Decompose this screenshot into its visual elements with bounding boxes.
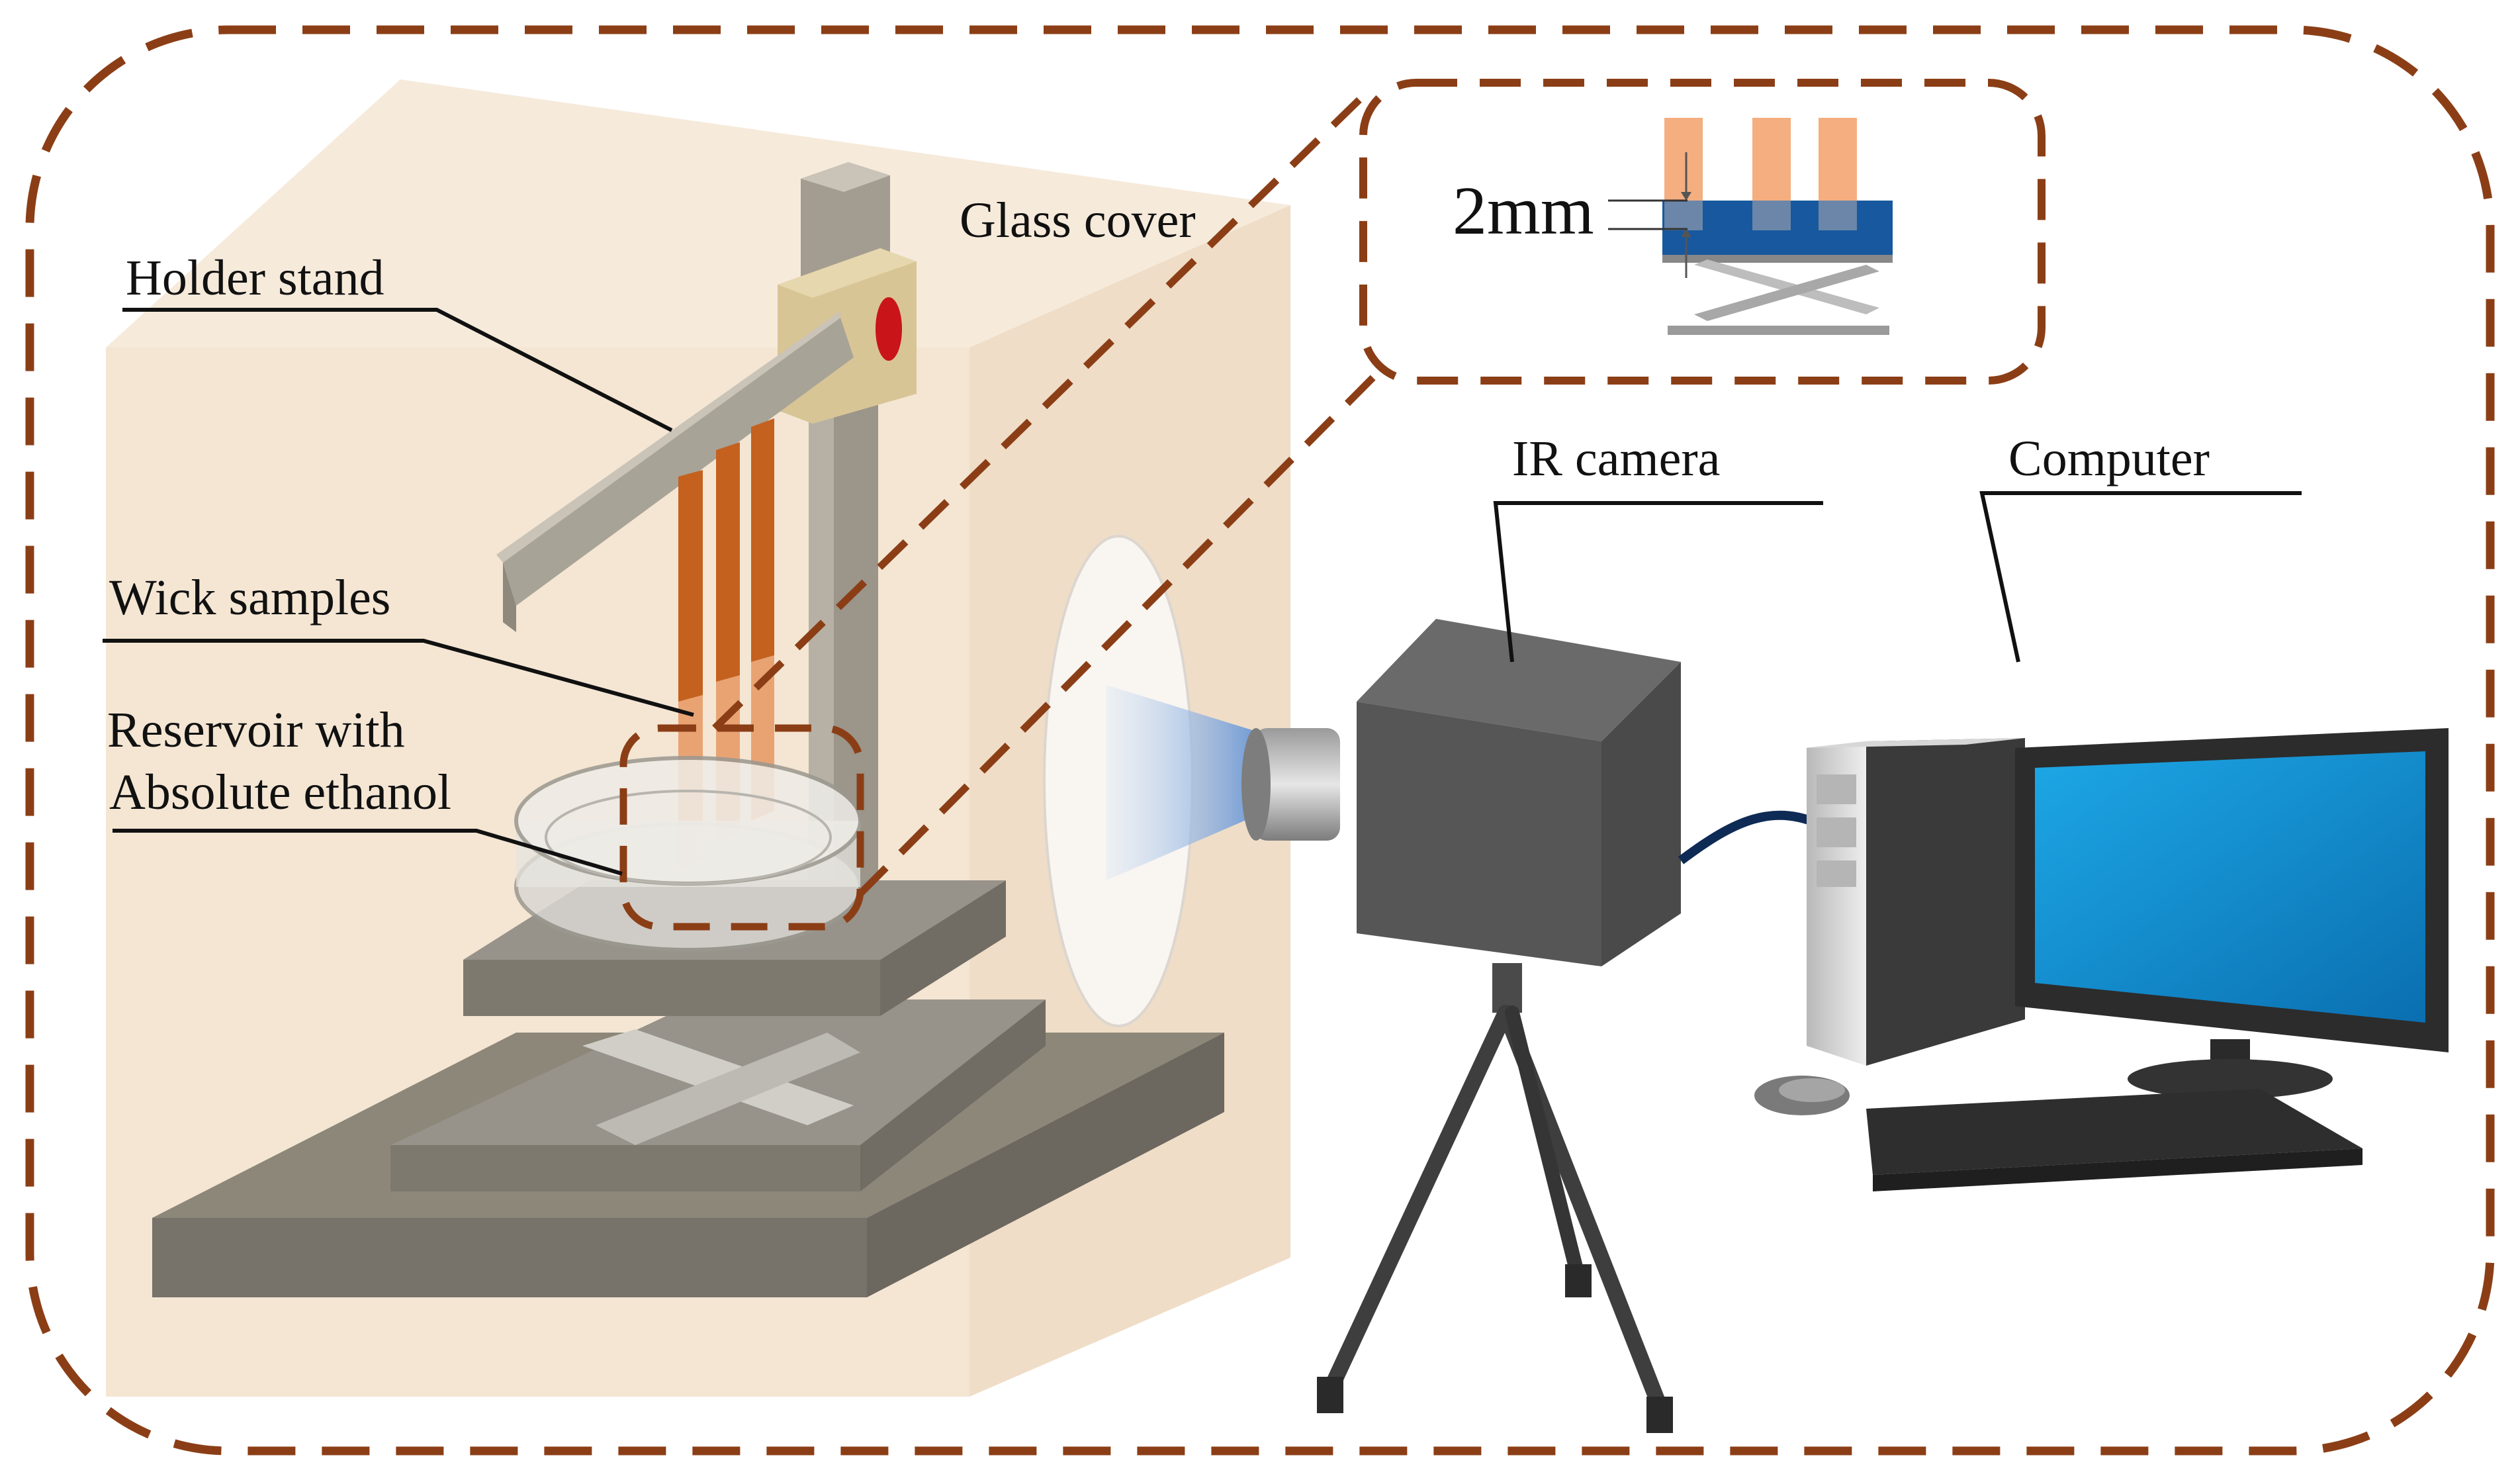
computer-label: Computer [2008,431,2210,487]
ir-camera-label: IR camera [1512,431,1720,487]
monitor-screen [2035,751,2425,1023]
ir-camera-leader [1493,501,1823,663]
keyboard [1866,1089,2362,1175]
computer-leader [1979,491,2302,663]
gap-label: 2mm [1453,173,1594,249]
ir-camera-lens [1254,728,1340,841]
inset-detail [1608,118,1893,335]
holder-stand-leader [122,308,673,432]
outer-dashed-border [25,25,2495,1456]
zoom-line-upper [712,90,1369,731]
reservoir-label-line2: Absolute ethanol [109,765,451,820]
reservoir-label-line1: Reservoir with [107,702,405,758]
leader-lines [103,308,2302,876]
holder-stand-label: Holder stand [126,250,384,306]
glass-cover-label: Glass cover [960,193,1196,248]
ir-camera [1241,619,1681,1433]
wick-samples-label: Wick samples [109,570,390,626]
ir-beam [1106,685,1267,880]
wick-samples-leader [103,639,694,717]
glass-box-top [106,79,1290,348]
clamp-knob [876,297,902,361]
ethanol-reservoir [514,756,862,952]
computer [1754,728,2449,1191]
zoom-line-lower [858,365,1386,896]
reservoir-leader [112,829,623,876]
zoom-region-box [619,724,864,931]
